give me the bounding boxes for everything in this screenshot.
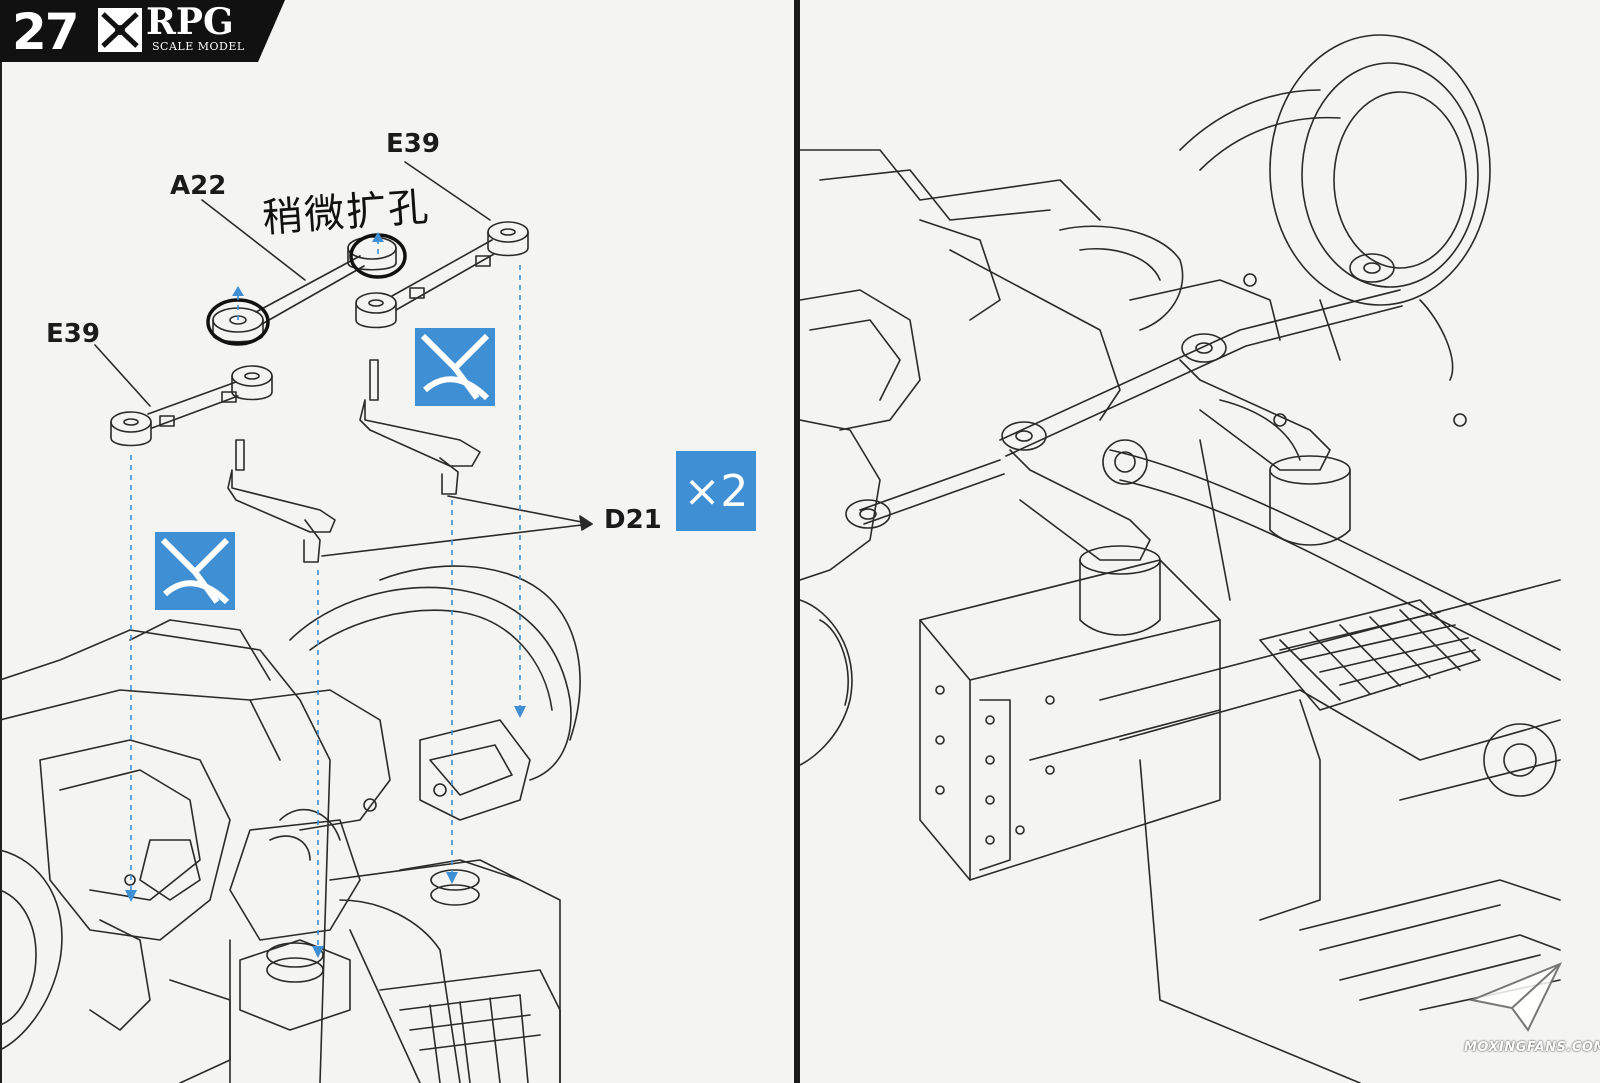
page-edge [0, 0, 2, 1083]
site-watermark: MOXINGFANS.COM [1464, 1040, 1600, 1055]
step-number: 27 [12, 3, 80, 61]
completed-assembly-drawing [800, 34, 1561, 1083]
handwritten-note: 稍微扩孔 [260, 184, 432, 242]
glue-cement-icon [155, 532, 235, 610]
part-label-e39-top: E39 [386, 129, 440, 159]
left-assembly-panel: 27 RPG SCALE MODEL [0, 0, 794, 1083]
panel-divider [794, 0, 800, 1083]
paper-plane-watermark-icon [1468, 962, 1563, 1032]
brand-logo-text: RPG [146, 1, 234, 43]
part-label-a22: A22 [170, 171, 227, 201]
brand-subtitle: SCALE MODEL [152, 40, 245, 53]
step-header-badge [0, 0, 285, 62]
glue-cement-icon [415, 328, 495, 406]
quantity-badge: ×2 [676, 451, 756, 531]
assembly-line-drawing [0, 161, 593, 1083]
right-completed-view-panel [800, 0, 1600, 1083]
part-label-e39-left: E39 [46, 319, 100, 349]
part-label-d21: D21 [604, 505, 662, 535]
